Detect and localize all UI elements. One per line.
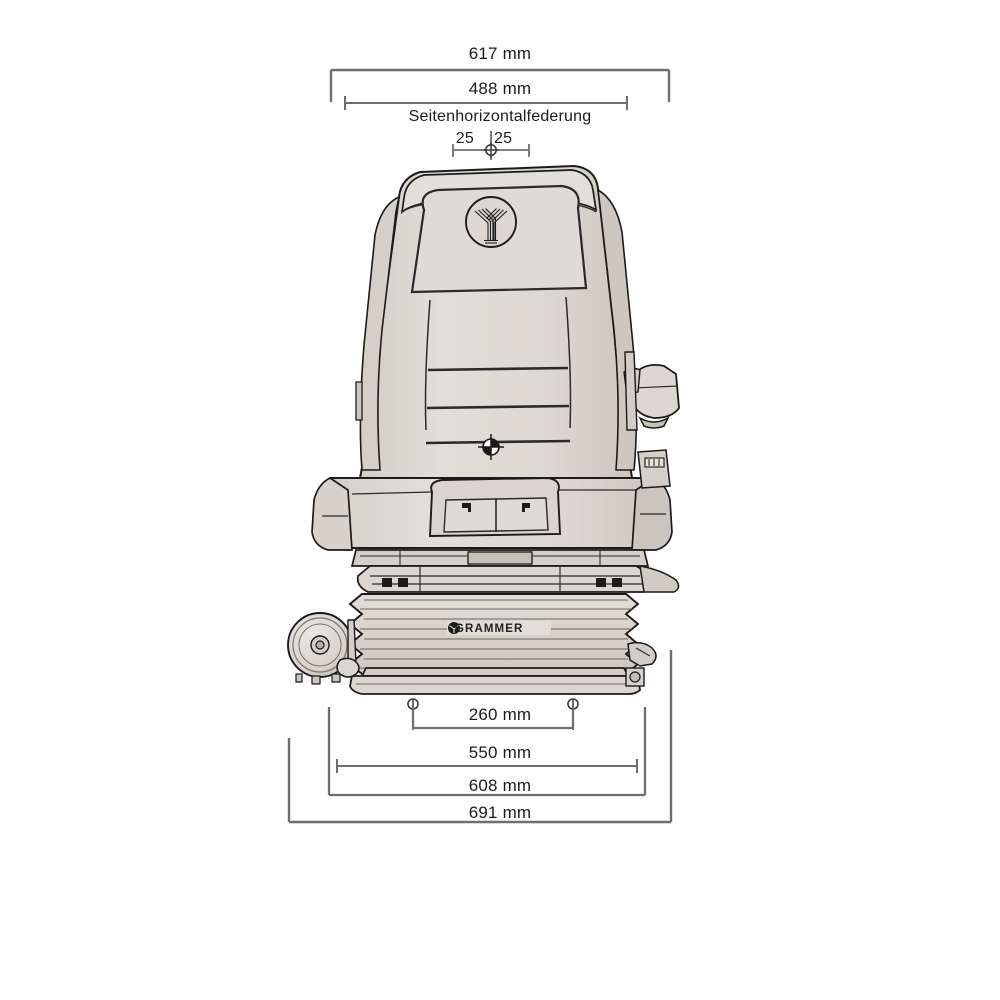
- dim-bracket-260: [411, 704, 575, 730]
- base-plate-skirt: [349, 675, 641, 695]
- dimension-label-25-left: 25: [455, 130, 474, 147]
- grammer-emblem: [465, 196, 517, 248]
- cushion-bolster-left: [311, 477, 353, 551]
- dimension-label-260: 260 mm: [468, 705, 532, 724]
- dim-line-550: [336, 759, 638, 773]
- dim-bracket-617: [329, 68, 671, 102]
- backrest-centre-marker: [478, 434, 504, 460]
- cushion-seams: [322, 489, 666, 517]
- grammer-logo-plate: [447, 621, 551, 635]
- base-plate: [360, 667, 630, 677]
- under-panel-clips: [462, 503, 530, 512]
- armrest-right: [623, 363, 680, 429]
- dim-line-488: [344, 96, 628, 110]
- dim-bracket-691: [287, 650, 673, 824]
- armrest-stalk: [624, 351, 638, 431]
- dimension-label-691: 691 mm: [468, 803, 532, 822]
- dimension-label-lateral-suspension: Seitenhorizontalfederung: [408, 108, 592, 125]
- dimension-label-608: 608 mm: [468, 776, 532, 795]
- centre-marker-top-cross: [483, 142, 499, 158]
- left-side-lever: [355, 381, 363, 421]
- side-control-console-right: [637, 449, 671, 489]
- compressor-unit: [287, 612, 360, 685]
- right-mount-bracket: [627, 641, 657, 667]
- dimension-label-25-right: 25: [494, 130, 513, 147]
- backrest-wing-left: [359, 195, 401, 471]
- bottom-dimension-lines: [287, 650, 673, 824]
- top-dimension-lines: [329, 68, 671, 160]
- dimension-label-550: 550 mm: [468, 743, 532, 762]
- scissor-arm-right: [639, 565, 680, 593]
- seat-assembly: [287, 164, 680, 695]
- right-damper-block: [625, 667, 645, 687]
- grammer-wordmark: GRAMMER: [455, 623, 524, 635]
- scissor-pivot-bolts: [382, 578, 622, 587]
- dim-bracket-608: [327, 707, 647, 797]
- dimension-label-617: 617 mm: [468, 44, 532, 63]
- dimension-label-488: 488 mm: [468, 79, 532, 98]
- grammer-logo-mark: [448, 622, 460, 634]
- slide-rail-centre-block: [467, 551, 533, 565]
